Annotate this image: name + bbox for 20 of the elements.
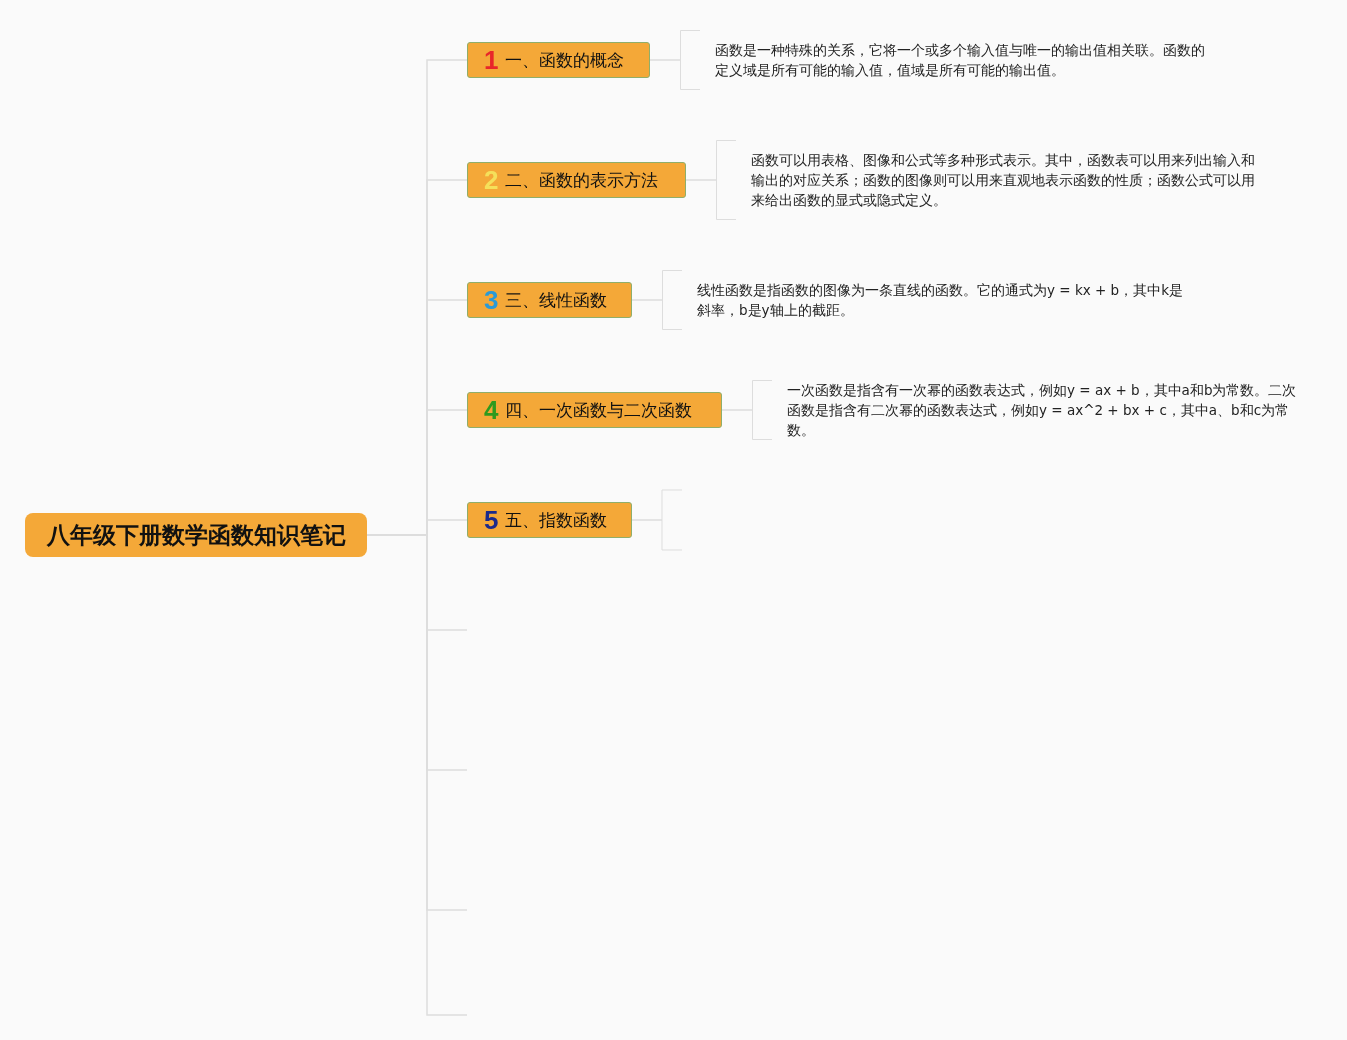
- topic-number: 1: [484, 44, 499, 76]
- topic-title: 二、函数的表示方法: [505, 168, 659, 192]
- topic-box: [467, 502, 632, 538]
- root-topic: 八年级下册数学函数知识笔记: [25, 513, 367, 557]
- note-text: 函数是一种特殊的关系，它将一个或多个输入值与唯一的输出值相关联。函数的定义域是所有可能的输入值，值域是所有可能的输出值。: [715, 41, 1206, 80]
- topic-number: 5: [484, 504, 499, 536]
- topic-number: 4: [484, 394, 499, 426]
- topic-title: 五、指数函数: [505, 508, 608, 532]
- note-text: 函数可以用表格、图像和公式等多种形式表示。其中，函数表可以用来列出输入和输出的对应关系；函数的图像则可以用来直观地表示函数的性质；函数公式可以用来给出函数的显式或隐式定义。: [751, 151, 1256, 210]
- topic-box: [467, 282, 632, 318]
- topic-box: [467, 42, 650, 78]
- note-text: 一次函数是指含有一次幂的函数表达式，例如y = ax + b，其中a和b为常数。二次函数是指含有二次幂的函数表达式，例如y = ax^2 + bx + c，其中a、b和c为常数。: [787, 381, 1297, 440]
- topic-title: 一、函数的概念: [505, 48, 625, 72]
- note-text: 线性函数是指函数的图像为一条直线的函数。它的通式为y = kx + b，其中k是斜率，b是y轴上的截距。: [697, 281, 1184, 320]
- topic-number: 2: [484, 164, 499, 196]
- topic-box: [467, 162, 686, 198]
- topic-box: [467, 392, 722, 428]
- topic-number: 3: [484, 284, 499, 316]
- topic-title: 四、一次函数与二次函数: [505, 398, 693, 422]
- topic-title: 三、线性函数: [505, 288, 608, 312]
